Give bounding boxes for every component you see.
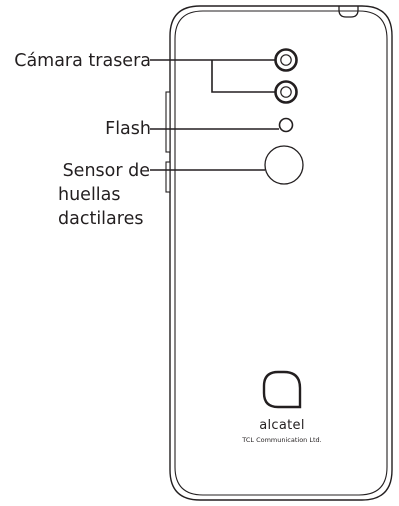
label-fingerprint-sensor: Sensor de huellas dactilares xyxy=(58,159,150,231)
leader-line-rear-camera xyxy=(150,59,275,93)
top-notch xyxy=(338,6,359,18)
label-rear-camera: Cámara trasera xyxy=(14,51,151,71)
power-button xyxy=(165,161,171,193)
phone-inner-outline xyxy=(174,10,388,496)
label-flash: Flash xyxy=(105,119,151,139)
phone-outer-outline xyxy=(169,5,393,501)
brand-maker: TCL Communication Ltd. xyxy=(241,436,321,444)
fingerprint-sensor xyxy=(264,145,304,185)
label-fingerprint-line-1: Sensor de xyxy=(62,161,150,181)
volume-button xyxy=(165,91,171,153)
brand-name: alcatel xyxy=(259,418,305,433)
label-fingerprint-line-2: huellas xyxy=(58,185,121,205)
rear-camera-bottom xyxy=(274,80,298,104)
flash-led xyxy=(278,117,294,133)
alcatel-logo-icon xyxy=(262,370,302,409)
label-fingerprint-line-3: dactilares xyxy=(58,209,144,229)
rear-camera-top xyxy=(274,48,298,72)
